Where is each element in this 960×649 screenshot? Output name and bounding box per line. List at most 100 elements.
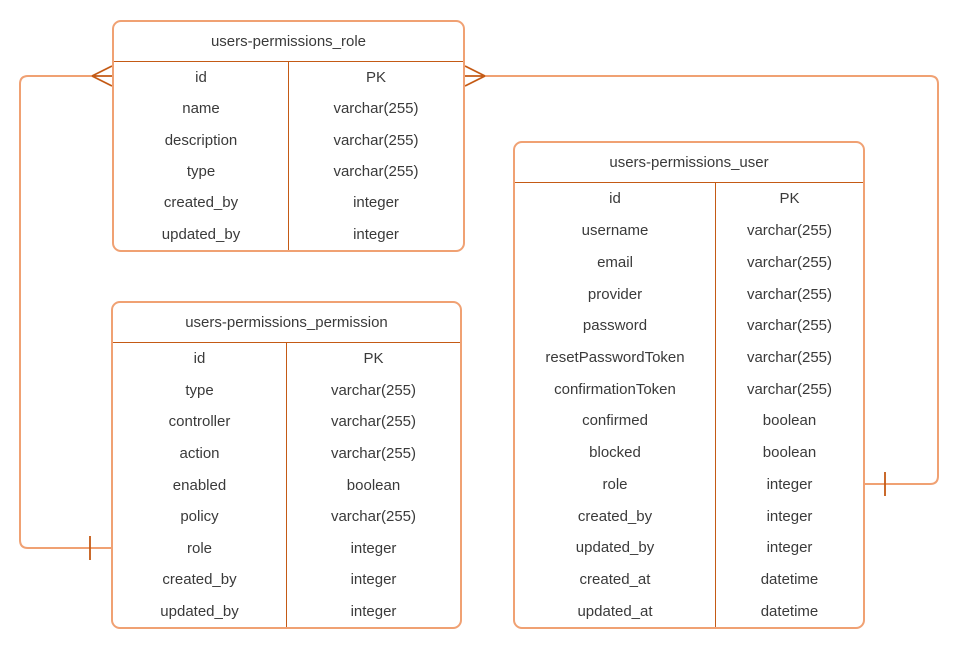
field-type-cell: integer xyxy=(286,532,460,564)
field-row: id PK xyxy=(114,62,463,94)
field-row: updated_at datetime xyxy=(515,595,863,628)
field-type-cell: integer xyxy=(286,595,460,628)
table-title: users-permissions_role xyxy=(114,22,463,62)
field-row: created_at datetime xyxy=(515,563,863,596)
field-name-cell: updated_at xyxy=(577,602,653,620)
connector-role-to-permission xyxy=(19,75,111,549)
field-type-cell: varchar(255) xyxy=(715,246,863,279)
field-type-cell: datetime xyxy=(715,595,863,628)
field-type-cell: varchar(255) xyxy=(288,124,463,156)
field-type-cell: integer xyxy=(715,500,863,532)
field-row: provider varchar(255) xyxy=(515,278,863,310)
field-name-cell: action xyxy=(179,444,220,462)
field-name-cell: role xyxy=(186,539,212,557)
field-row: email varchar(255) xyxy=(515,246,863,279)
field-type-cell: integer xyxy=(286,563,460,596)
field-row: action varchar(255) xyxy=(113,437,460,470)
field-type-cell: varchar(255) xyxy=(715,278,863,310)
field-row: id PK xyxy=(113,343,460,375)
field-row: updated_by integer xyxy=(113,595,460,628)
field-type-cell: PK xyxy=(288,62,463,94)
field-row: enabled boolean xyxy=(113,469,460,501)
field-row: name varchar(255) xyxy=(114,93,463,125)
field-name-cell: updated_by xyxy=(161,225,241,243)
field-type-cell: varchar(255) xyxy=(288,155,463,188)
field-row: blocked boolean xyxy=(515,436,863,469)
field-rows: id PK name varchar(255) description varchar(2… xyxy=(114,62,463,250)
connector-role-to-user xyxy=(485,75,939,485)
field-name-cell: description xyxy=(164,131,238,149)
field-row: created_by integer xyxy=(114,187,463,219)
field-row: password varchar(255) xyxy=(515,309,863,342)
field-name-cell: enabled xyxy=(172,476,227,494)
field-type-cell: integer xyxy=(288,187,463,219)
table-title: users-permissions_user xyxy=(515,143,863,183)
field-name-cell: type xyxy=(185,381,214,399)
field-type-cell: integer xyxy=(715,531,863,564)
field-name-cell: type xyxy=(186,163,216,181)
field-row: created_by integer xyxy=(515,500,863,532)
field-row: type varchar(255) xyxy=(114,155,463,188)
field-name-cell: updated_by xyxy=(575,539,655,557)
field-type-cell: varchar(255) xyxy=(715,309,863,342)
field-name-cell: confirmationToken xyxy=(554,380,676,398)
field-row: type varchar(255) xyxy=(113,374,460,407)
field-type-cell: datetime xyxy=(715,563,863,596)
field-type-cell: varchar(255) xyxy=(286,406,460,438)
field-name-cell: created_by xyxy=(162,571,237,589)
field-name-cell: provider xyxy=(587,285,643,303)
field-name-cell: email xyxy=(597,253,633,271)
field-type-cell: varchar(255) xyxy=(286,500,460,533)
field-rows: id PK type varchar(255) controller varchar(25… xyxy=(113,343,460,628)
field-row: description varchar(255) xyxy=(114,124,463,156)
field-row: id PK xyxy=(515,183,863,215)
field-name-cell: resetPasswordToken xyxy=(545,348,685,366)
field-type-cell: PK xyxy=(286,343,460,375)
field-row: policy varchar(255) xyxy=(113,500,460,533)
field-row: confirmed boolean xyxy=(515,405,863,437)
field-type-cell: varchar(255) xyxy=(288,93,463,125)
field-row: role integer xyxy=(515,468,863,501)
field-row: role integer xyxy=(113,532,460,564)
field-row: created_by integer xyxy=(113,563,460,596)
field-type-cell: varchar(255) xyxy=(286,374,460,407)
field-type-cell: varchar(255) xyxy=(715,214,863,247)
field-type-cell: PK xyxy=(715,183,863,215)
field-name-cell: username xyxy=(581,222,649,240)
field-name-cell: confirmed xyxy=(582,412,648,430)
field-name-cell: id xyxy=(609,190,621,208)
field-name-cell: created_at xyxy=(579,570,651,588)
field-name-cell: created_by xyxy=(577,507,653,525)
field-name-cell: policy xyxy=(180,508,219,526)
field-name-cell: controller xyxy=(168,413,231,431)
field-name-cell: name xyxy=(182,100,220,118)
field-name-cell: role xyxy=(602,475,628,493)
field-rows: id PK username varchar(255) email varchar(255… xyxy=(515,183,863,628)
field-row: controller varchar(255) xyxy=(113,406,460,438)
field-type-cell: integer xyxy=(715,468,863,501)
field-type-cell: varchar(255) xyxy=(286,437,460,470)
field-name-cell: id xyxy=(195,69,207,87)
field-row: updated_by integer xyxy=(114,218,463,250)
field-row: username varchar(255) xyxy=(515,214,863,247)
crow-foot-many-icon xyxy=(91,65,113,87)
field-name-cell: password xyxy=(582,317,648,335)
field-name-cell: created_by xyxy=(163,194,239,212)
field-row: resetPasswordToken varchar(255) xyxy=(515,341,863,374)
table-title: users-permissions_permission xyxy=(113,303,460,343)
field-name-cell: id xyxy=(193,350,206,368)
field-type-cell: varchar(255) xyxy=(715,341,863,374)
field-type-cell: boolean xyxy=(715,436,863,469)
field-type-cell: boolean xyxy=(715,405,863,437)
field-name-cell: blocked xyxy=(589,444,641,462)
field-type-cell: boolean xyxy=(286,469,460,501)
field-type-cell: integer xyxy=(288,218,463,250)
field-name-cell: updated_by xyxy=(160,602,239,620)
field-row: updated_by integer xyxy=(515,531,863,564)
